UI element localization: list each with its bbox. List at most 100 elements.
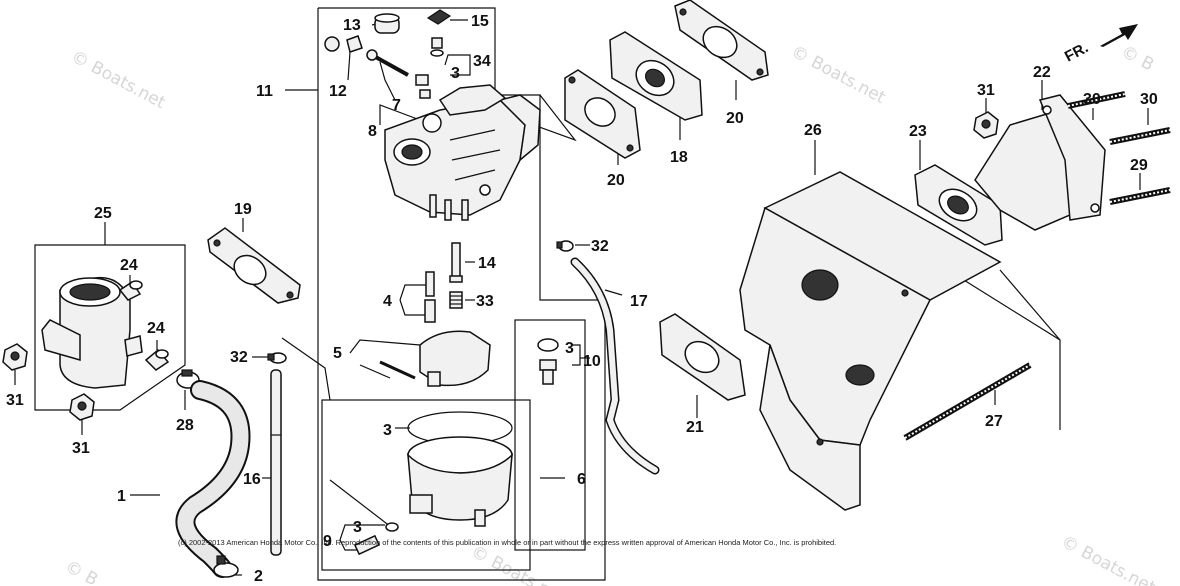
- callout-22: 22: [1033, 64, 1051, 81]
- bowl-drain: [409, 494, 433, 514]
- nut-right-hole: [981, 119, 991, 129]
- spring-7: [419, 89, 431, 99]
- part-21-gasket: [659, 313, 746, 401]
- mount-box-26-edge: [999, 269, 1061, 341]
- manifold-stud-hole: [1090, 203, 1100, 213]
- watermark: © Boats.net: [468, 542, 569, 586]
- part-24-collars: [118, 280, 170, 371]
- callout-3: 3: [451, 65, 460, 82]
- gasket-20-lower-hole: [584, 97, 616, 127]
- part-33-spring: [449, 291, 463, 309]
- joint-nipple: [124, 335, 143, 357]
- callout-31: 31: [977, 82, 995, 99]
- leader: [572, 344, 581, 366]
- leader-3-lower: [329, 479, 396, 531]
- stud-29: [1109, 187, 1171, 205]
- needle-7-head: [366, 49, 378, 61]
- part-1-hose: [175, 380, 251, 578]
- carb-detail: [454, 169, 496, 181]
- watermark: © Boats.net: [1058, 532, 1159, 586]
- callout-34: 34: [473, 53, 491, 70]
- callout-4: 4: [383, 293, 392, 310]
- bracket-hole: [845, 364, 875, 386]
- leader: [379, 104, 421, 125]
- callout-21: 21: [686, 419, 704, 436]
- callout-20: 20: [607, 172, 625, 189]
- callout-32: 32: [591, 238, 609, 255]
- watermark: © Boats.net: [788, 42, 889, 109]
- leader: [379, 61, 396, 101]
- watermark: © B: [62, 557, 101, 586]
- callout-6: 6: [577, 471, 586, 488]
- callout-16: 16: [243, 471, 261, 488]
- manifold-stud-hole: [1042, 105, 1052, 115]
- washer-3-lower: [385, 522, 399, 532]
- callout-19: 19: [234, 201, 252, 218]
- clip-12: [346, 35, 363, 53]
- nut-left-hole: [10, 351, 20, 361]
- carb-detail: [451, 149, 501, 161]
- part-10-screw: [537, 338, 559, 385]
- callout-29: 29: [1130, 157, 1148, 174]
- nut-lower-hole: [77, 401, 87, 411]
- joint-flange: [41, 319, 81, 361]
- leader: [359, 364, 391, 379]
- part-4-screw-spring: [424, 271, 436, 323]
- spring-4: [424, 299, 436, 323]
- part-31-nuts: [2, 111, 999, 421]
- callout-30: 30: [1140, 91, 1158, 108]
- assembly-box-float-chamber: [321, 399, 531, 571]
- part-32-clip-right: [556, 240, 574, 252]
- callout-13: 13: [343, 17, 361, 34]
- callout-15: 15: [471, 13, 489, 30]
- group-boxes: [34, 7, 1061, 581]
- watermark: © B: [1118, 42, 1157, 76]
- part-9-drain-screw: [353, 522, 399, 556]
- collar-upper-end: [129, 280, 143, 290]
- cap-13-top: [374, 13, 400, 23]
- manifold-port-bore: [947, 195, 969, 215]
- hose-fill: [177, 382, 249, 576]
- callout-23: 23: [909, 123, 927, 140]
- callout-24: 24: [147, 320, 165, 337]
- part-15-knob: [426, 9, 452, 25]
- callout-8: 8: [368, 123, 377, 140]
- assembly-box-25: [34, 244, 186, 411]
- carb-stem: [429, 194, 437, 218]
- joint-bore: [69, 283, 111, 301]
- leader: [444, 54, 471, 76]
- carb-stem: [461, 199, 469, 221]
- part-30-stud-upper: [1067, 91, 1126, 109]
- carb-choke: [422, 113, 442, 133]
- gasket-20-upper-hole: [702, 25, 738, 59]
- callout-3: 3: [353, 519, 362, 536]
- part-23-manifold: [914, 94, 1106, 246]
- callout-32: 32: [230, 349, 248, 366]
- stud-30-upper-thread: [1067, 93, 1126, 107]
- jet-14-head: [449, 275, 463, 283]
- callouts: 1 2 3 3 3 3 4 5 6 7 8 9 10 11 12 13 14 1…: [6, 13, 1158, 585]
- part-17-tube: [570, 257, 660, 475]
- bracket-rivet: [901, 289, 909, 297]
- front-label: FR.: [1062, 39, 1091, 65]
- part-8-carburetor-body: [384, 84, 541, 221]
- stud-30-lower: [1109, 127, 1171, 145]
- clip-left-tab: [267, 353, 275, 361]
- insulator-18-bore: [645, 68, 665, 88]
- bracket-rivet: [816, 438, 824, 446]
- callout-17: 17: [630, 293, 648, 310]
- callout-31: 31: [6, 392, 24, 409]
- callout-25: 25: [94, 205, 112, 222]
- copyright-notice: (c) 2002-2013 American Honda Motor Co., …: [178, 538, 836, 547]
- callout-3: 3: [383, 422, 392, 439]
- screw-4: [425, 271, 435, 297]
- clip-right-tab: [556, 241, 563, 249]
- bowl-body: [407, 453, 513, 521]
- assembly-box-11: [317, 7, 606, 581]
- leader-32-hose: [281, 337, 331, 401]
- carb-detail: [449, 129, 496, 141]
- callout-5: 5: [333, 345, 342, 362]
- gasket-19-bolt: [286, 291, 294, 299]
- gasket-bolt: [626, 144, 634, 152]
